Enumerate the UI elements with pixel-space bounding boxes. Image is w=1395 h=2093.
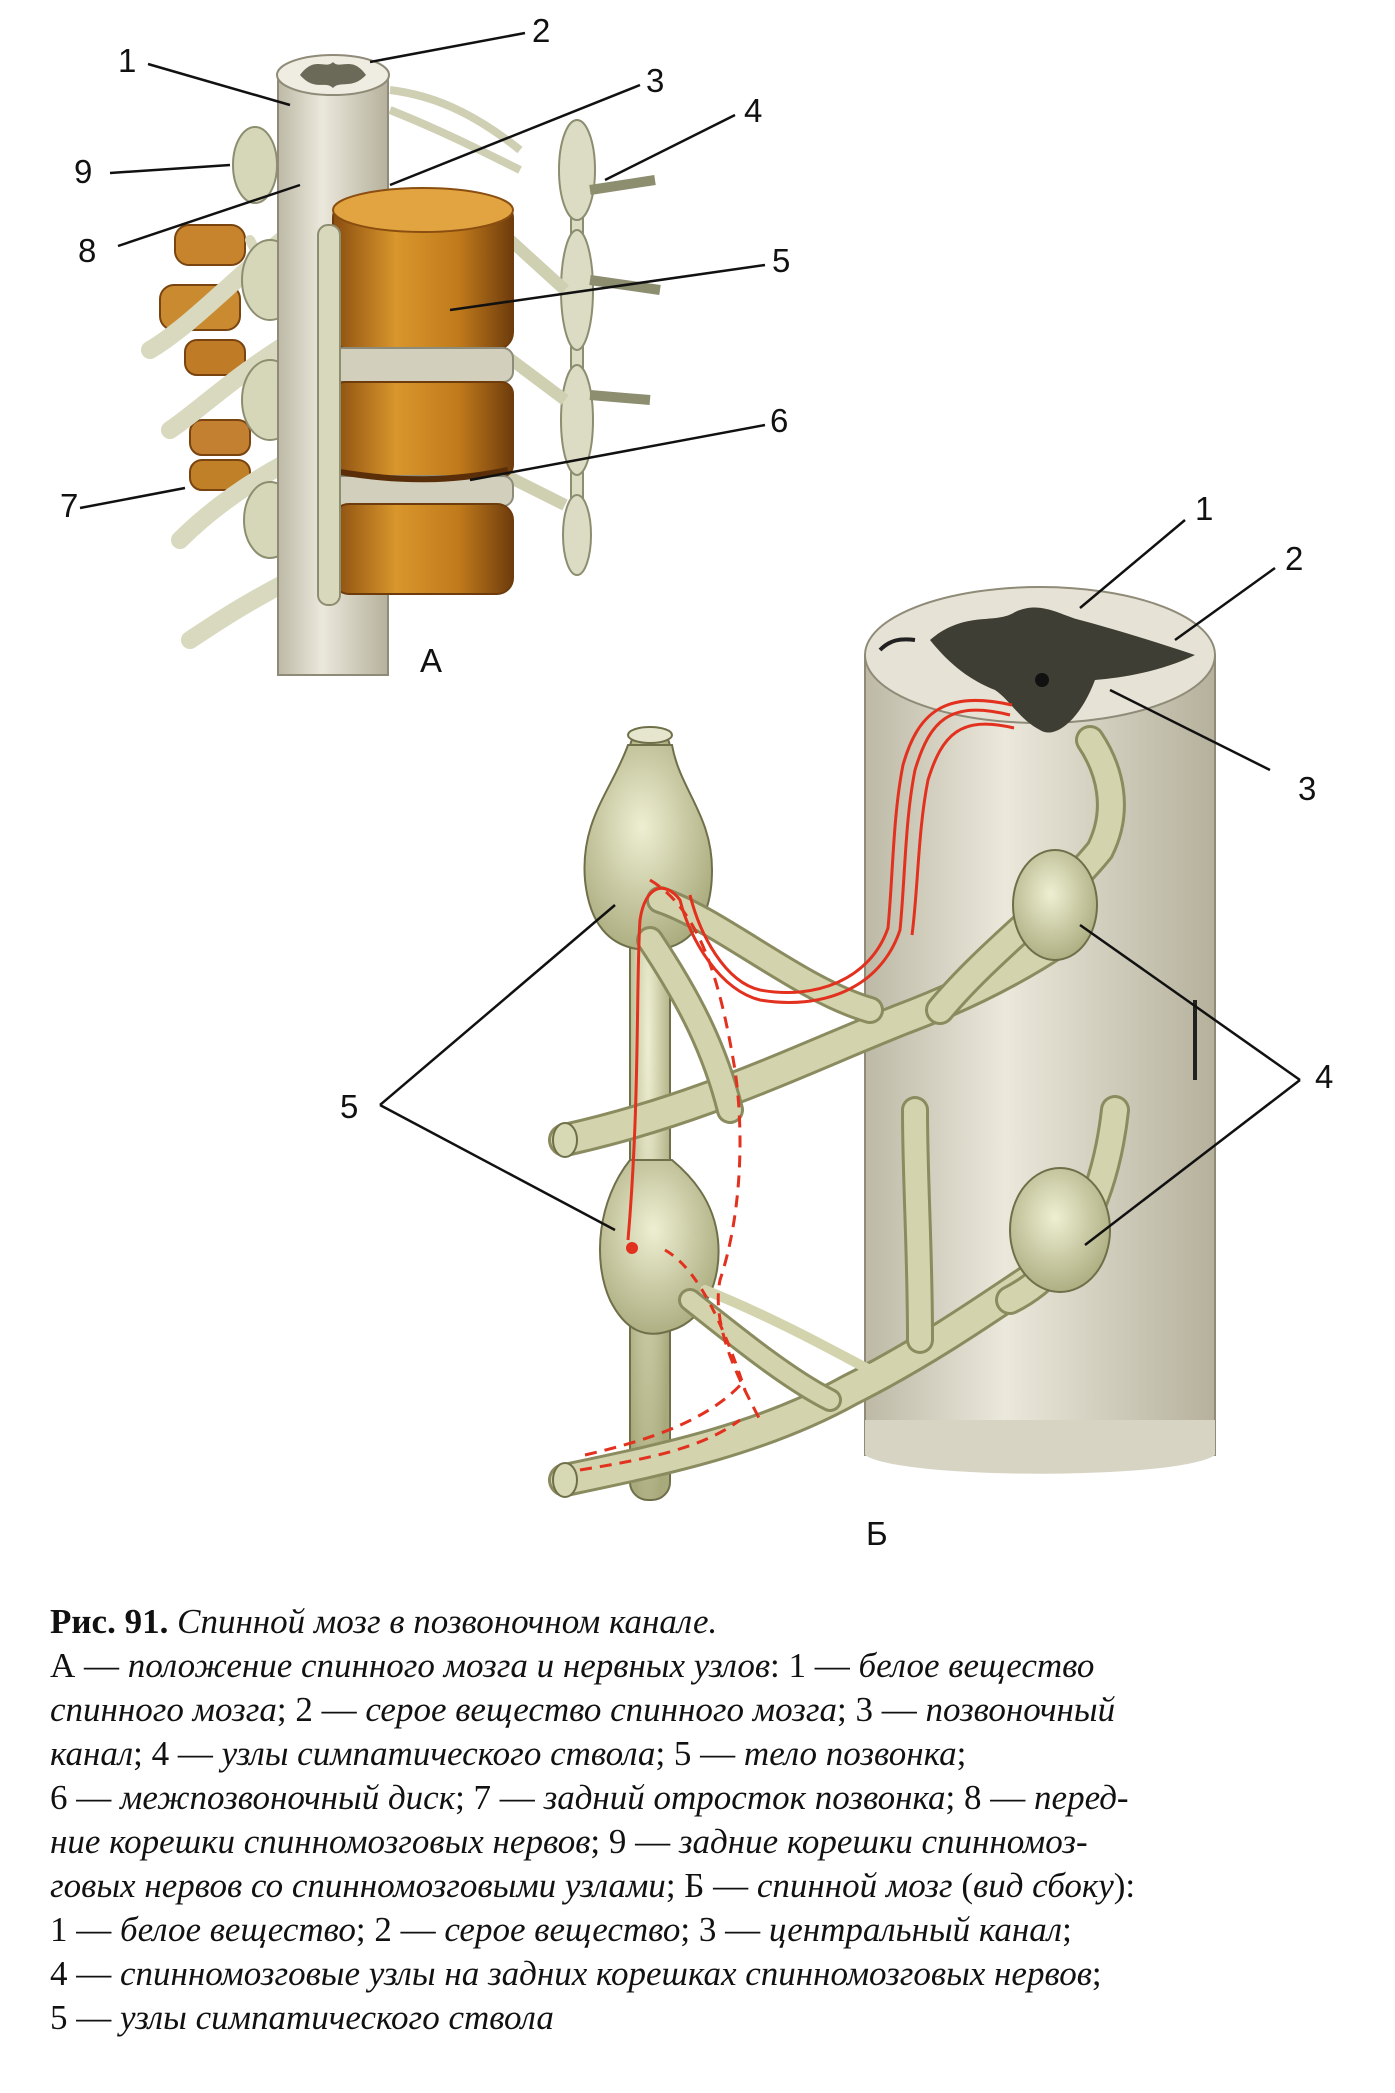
caption-line: 5 — узлы симпатического ствола: [50, 1996, 1350, 2040]
figure-b: 1 2 3 4 5 Б: [340, 490, 1333, 1552]
caption-line: 6 — межпозвоночный диск; 7 — задний отро…: [50, 1776, 1350, 1820]
caption-run: 1 —: [50, 1910, 120, 1949]
caption-run: ; Б —: [665, 1866, 757, 1905]
caption-run: ; 9 —: [590, 1822, 679, 1861]
callout-a-9: 9: [74, 153, 92, 190]
caption-run: вид сбоку: [973, 1866, 1114, 1905]
callout-a-5: 5: [772, 242, 790, 279]
caption-run: узлы симпатического ствола: [120, 1998, 554, 2037]
caption-run: ;: [956, 1734, 967, 1773]
callout-a-7: 7: [60, 487, 78, 524]
caption-run: перед-: [1034, 1778, 1129, 1817]
central-canal-b: [1035, 673, 1049, 687]
callout-b-3: 3: [1298, 770, 1316, 807]
caption-run: ; 8 —: [945, 1778, 1035, 1817]
caption-run: спинного мозга: [50, 1690, 277, 1729]
neuron-body-b: [626, 1242, 638, 1254]
caption-heading: Рис. 91. Спинной мозг в позвоночном кана…: [50, 1600, 1350, 1644]
caption-run: ):: [1113, 1866, 1136, 1905]
caption-title: Спинной мозг в позвоночном канале.: [177, 1602, 718, 1641]
caption-run: спинной мозг: [756, 1866, 953, 1905]
caption-run: говых нервов со спинномозговыми узлами: [50, 1866, 666, 1905]
leader-lines-a: [79, 31, 766, 510]
callout-a-6: 6: [770, 402, 788, 439]
caption-run: спинномозговые узлы на задних корешках с…: [120, 1954, 1092, 1993]
callouts-a: 1 2 3 4 5 6 7 8 9: [60, 12, 790, 524]
pathways-b: [579, 698, 1015, 1472]
callout-a-8: 8: [78, 232, 96, 269]
callout-a-3: 3: [646, 62, 664, 99]
caption-run: 5 —: [50, 1998, 120, 2037]
caption-run: ; 4 —: [133, 1734, 222, 1773]
figure-diagram: 1 2 3 4 5 6 7 8 9 А: [60, 12, 1333, 1552]
caption-run: ;: [1091, 1954, 1102, 1993]
caption-number: Рис. 91.: [50, 1602, 169, 1641]
callout-b-4: 4: [1315, 1058, 1333, 1095]
caption-run: центральный канал: [768, 1910, 1063, 1949]
callout-b-5: 5: [340, 1088, 358, 1125]
caption-line: А — положение спинного мозга и нервных у…: [50, 1644, 1350, 1688]
leader-lines-b: [379, 519, 1301, 1246]
caption-run: А —: [50, 1646, 128, 1685]
caption-run: межпозвоночный диск: [120, 1778, 456, 1817]
spinal-ganglia-b: [1009, 849, 1111, 1293]
caption-run: положение спинного мозга и нервных узлов: [127, 1646, 771, 1685]
callout-a-1: 1: [118, 42, 136, 79]
figure-caption: Рис. 91. Спинной мозг в позвоночном кана…: [50, 1600, 1350, 2040]
nerve-cut-ends-b: [552, 1122, 578, 1498]
caption-run: задние корешки спинномоз-: [678, 1822, 1088, 1861]
panel-label-b: Б: [866, 1515, 888, 1552]
caption-run: ние корешки спинномозговых нервов: [50, 1822, 591, 1861]
callout-a-4: 4: [744, 92, 762, 129]
figure-a: 1 2 3 4 5 6 7 8 9 А: [60, 12, 790, 679]
caption-legend: А — положение спинного мозга и нервных у…: [50, 1644, 1350, 2040]
sympathetic-chain-front-a: [317, 224, 341, 606]
caption-line: спинного мозга; 2 — серое вещество спинн…: [50, 1688, 1350, 1732]
caption-line: ние корешки спинномозговых нервов; 9 — з…: [50, 1820, 1350, 1864]
caption-line: канал; 4 — узлы симпатического ствола; 5…: [50, 1732, 1350, 1776]
panel-label-a: А: [420, 642, 442, 679]
caption-run: ; 5 —: [655, 1734, 744, 1773]
callout-a-2: 2: [532, 12, 550, 49]
caption-run: белое вещество: [858, 1646, 1095, 1685]
sympathetic-trunk-a: [492, 119, 661, 576]
caption-run: ; 2 —: [355, 1910, 445, 1949]
caption-run: тело позвонка: [743, 1734, 957, 1773]
caption-run: канал: [50, 1734, 134, 1773]
callout-b-2: 2: [1285, 540, 1303, 577]
caption-run: белое вещество: [120, 1910, 356, 1949]
caption-run: задний отросток позвонка: [543, 1778, 946, 1817]
vertebral-column-a: [332, 187, 514, 595]
caption-run: узлы симпатического ствола: [221, 1734, 656, 1773]
caption-run: : 1 —: [770, 1646, 859, 1685]
callout-b-1: 1: [1195, 490, 1213, 527]
grey-matter-b: [930, 607, 1195, 733]
caption-run: ; 3 —: [836, 1690, 926, 1729]
caption-run: 4 —: [50, 1954, 120, 1993]
caption-run: ; 3 —: [680, 1910, 769, 1949]
caption-line: говых нервов со спинномозговыми узлами; …: [50, 1864, 1350, 1908]
spinal-cord-b: [864, 586, 1216, 1474]
posterior-processes: [159, 224, 251, 491]
caption-run: ;: [1062, 1910, 1072, 1949]
caption-line: 1 — белое вещество; 2 — серое вещество; …: [50, 1908, 1350, 1952]
caption-run: ; 2 —: [276, 1690, 366, 1729]
caption-run: ; 7 —: [455, 1778, 544, 1817]
caption-run: серое вещество: [444, 1910, 681, 1949]
callouts-b: 1 2 3 4 5: [340, 490, 1333, 1125]
caption-run: (: [952, 1866, 973, 1905]
caption-line: 4 — спинномозговые узлы на задних корешк…: [50, 1952, 1350, 1996]
caption-run: серое вещество спинного мозга: [365, 1690, 837, 1729]
caption-run: 6 —: [50, 1778, 120, 1817]
caption-run: позвоночный: [925, 1690, 1116, 1729]
